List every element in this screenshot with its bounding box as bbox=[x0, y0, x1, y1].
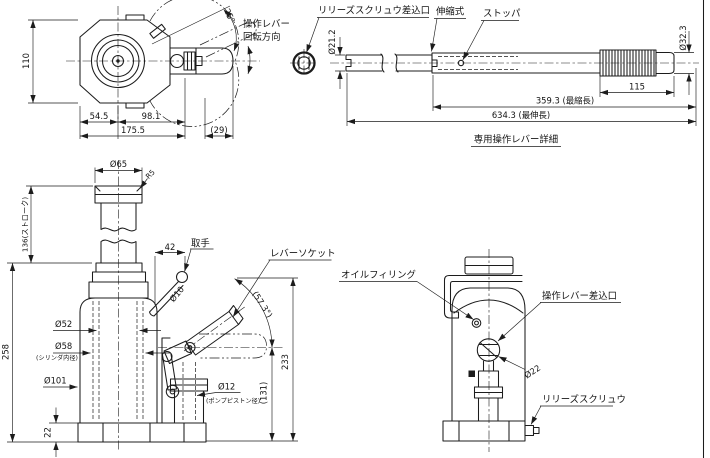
front-saddle-ram bbox=[88, 185, 149, 299]
dim-stroke: 136(ストローク) bbox=[21, 197, 30, 252]
dim-saddle-radius: R5 bbox=[144, 168, 157, 181]
top-view: 110 54.5 98.1 175.5 (29) 25° 操作レバー 回転方向 bbox=[21, 0, 290, 139]
lever-detail-dimensions bbox=[306, 17, 697, 147]
label-lever-port: 操作レバー差込口 bbox=[542, 290, 617, 302]
dim-saddle-dia: Ø65 bbox=[110, 159, 127, 169]
dim-110: 110 bbox=[21, 53, 31, 69]
dim-closed-height: 258 bbox=[1, 344, 11, 360]
dim-retracted-length: 359.3 (最縮長) bbox=[536, 96, 594, 106]
front-view-dimensions bbox=[7, 167, 332, 457]
front-lever-socket bbox=[183, 304, 267, 359]
side-socket-pump bbox=[468, 338, 504, 422]
note-pump-piston: (ポンプピストン径) bbox=[206, 397, 260, 405]
top-view-dimensions bbox=[28, 5, 253, 139]
dim-base-dia: Ø101 bbox=[44, 376, 67, 386]
side-body bbox=[442, 256, 540, 442]
front-handle bbox=[148, 270, 189, 317]
dim-bore-dia: Ø58 bbox=[55, 341, 72, 351]
dim-pump-dia: Ø12 bbox=[218, 382, 235, 392]
lever-shaft bbox=[345, 49, 675, 77]
dim-handle-dia: Ø10 bbox=[167, 284, 186, 304]
front-view: Ø65 R5 136(ストローク) 258 22 Ø52 Ø58 (シリンダ内径… bbox=[1, 159, 336, 457]
note-cylinder-bore: (シリンダ内径) bbox=[36, 354, 78, 362]
dim-25deg: 25° bbox=[222, 7, 237, 25]
dim-handle-offset: 42 bbox=[165, 242, 176, 252]
dim-shaft-dia: Ø21.2 bbox=[327, 29, 337, 54]
lever-section-circle bbox=[292, 51, 316, 75]
dim-base-height: 22 bbox=[43, 427, 53, 438]
dim-extended-length: 634.3 (最伸長) bbox=[492, 110, 550, 120]
label-release-screw: リリーズスクリュウ bbox=[542, 394, 626, 406]
label-oil-filling: オイルフィリング bbox=[341, 269, 416, 281]
side-view-leaders bbox=[339, 281, 621, 425]
front-pump-linkage bbox=[161, 337, 209, 424]
label-lever-socket: レバーソケット bbox=[270, 249, 336, 260]
dim-socket-height: (131) bbox=[259, 382, 269, 405]
side-view: オイルフィリング 操作レバー差込口 Ø22 リリーズスクリュウ bbox=[339, 249, 626, 452]
dim-54-5: 54.5 bbox=[90, 111, 109, 121]
lever-detail-view: リリーズスクリュウ差込口 伸縮式 ストッパ Ø21.2 Ø32.3 115 35… bbox=[290, 5, 699, 147]
front-cylinder-base bbox=[77, 297, 207, 443]
dim-98-1: 98.1 bbox=[142, 111, 161, 121]
dim-ram-dia: Ø52 bbox=[55, 319, 72, 329]
top-view-body-outline bbox=[79, 14, 234, 109]
dim-29: (29) bbox=[210, 125, 227, 135]
dim-175-5: 175.5 bbox=[121, 125, 145, 135]
label-lever-rotation-2: 回転方向 bbox=[243, 31, 281, 43]
lever-detail-title: 専用操作レバー詳細 bbox=[474, 134, 558, 146]
dim-grip-length: 115 bbox=[629, 82, 645, 92]
label-handle: 取手 bbox=[191, 238, 210, 250]
dim-swing-angle: (57.3°) bbox=[250, 289, 274, 319]
dim-grip-dia: Ø32.3 bbox=[678, 25, 688, 50]
label-telescopic: 伸縮式 bbox=[436, 6, 465, 18]
label-stopper: ストッパ bbox=[483, 9, 521, 20]
dim-socket-max-height: 233 bbox=[280, 354, 290, 370]
label-lever-rotation-1: 操作レバー bbox=[243, 18, 290, 30]
label-release-screw-port: リリーズスクリュウ差込口 bbox=[318, 5, 430, 17]
